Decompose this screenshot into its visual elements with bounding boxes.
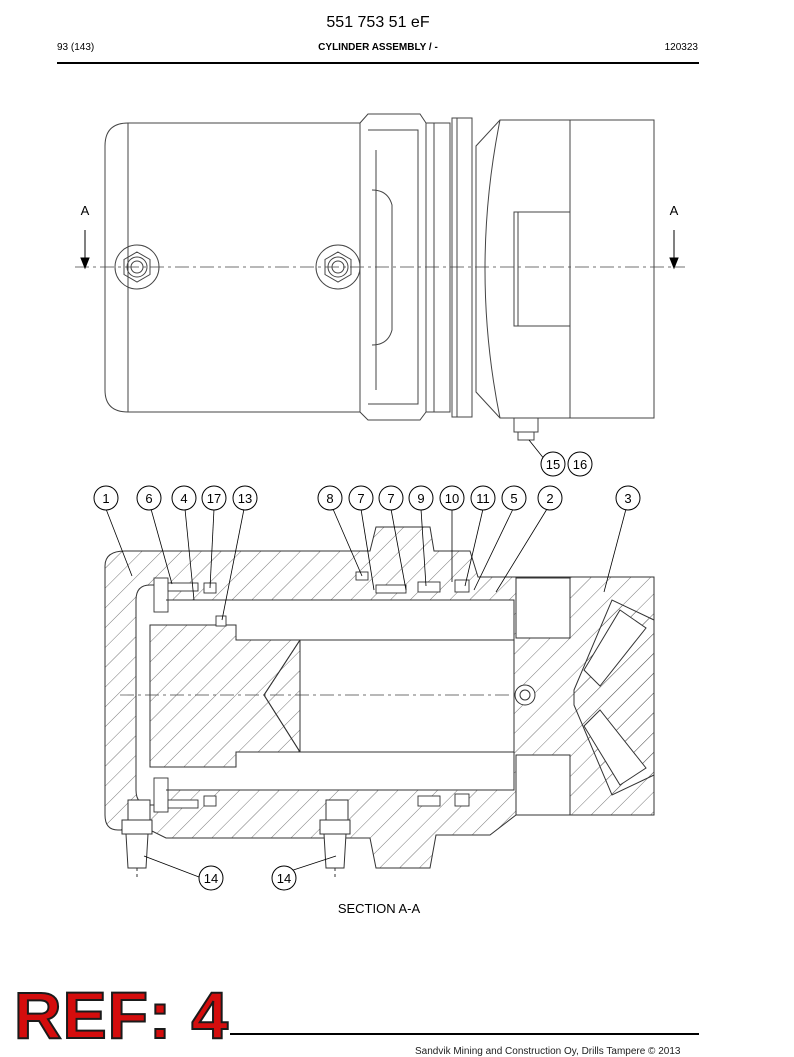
svg-text:7: 7 — [387, 491, 394, 506]
svg-text:16: 16 — [573, 457, 587, 472]
svg-text:10: 10 — [445, 491, 459, 506]
svg-text:1: 1 — [102, 491, 109, 506]
housing-outline — [475, 119, 655, 419]
svg-text:15: 15 — [546, 457, 560, 472]
fitting-right — [319, 799, 351, 880]
page-number: 93 (143) — [57, 42, 95, 53]
fitting-left — [121, 799, 153, 880]
callout-7a: 7 — [348, 485, 374, 511]
callout-17: 17 — [201, 485, 227, 511]
header-rule — [57, 62, 699, 64]
callout-6: 6 — [136, 485, 162, 511]
svg-text:6: 6 — [145, 491, 152, 506]
svg-text:13: 13 — [238, 491, 252, 506]
svg-text:8: 8 — [326, 491, 333, 506]
svg-text:4: 4 — [180, 491, 187, 506]
svg-text:5: 5 — [510, 491, 517, 506]
footer-rule — [230, 1033, 699, 1035]
section-marker-left: A — [81, 203, 90, 218]
top-view — [75, 113, 685, 441]
callout-14a: 14 — [198, 865, 224, 891]
leader-lines — [105, 508, 627, 878]
svg-text:2: 2 — [546, 491, 553, 506]
svg-text:14: 14 — [204, 871, 218, 886]
svg-text:7: 7 — [357, 491, 364, 506]
callout-9: 9 — [408, 485, 434, 511]
svg-text:9: 9 — [417, 491, 424, 506]
section-marker-right: A — [670, 203, 679, 218]
document-number: 551 753 51 eF — [326, 14, 430, 31]
callout-13: 13 — [232, 485, 258, 511]
svg-text:3: 3 — [624, 491, 631, 506]
svg-text:17: 17 — [207, 491, 221, 506]
callout-1: 1 — [93, 485, 119, 511]
svg-text:11: 11 — [476, 491, 490, 506]
callout-2: 2 — [537, 485, 563, 511]
page-title: CYLINDER ASSEMBLY / - — [318, 42, 438, 53]
callout-14b: 14 — [271, 865, 297, 891]
callout-3: 3 — [615, 485, 641, 511]
reference-stamp: REF: 4 — [13, 978, 230, 1052]
section-caption: SECTION A-A — [338, 901, 421, 916]
callout-15: 15 — [540, 451, 566, 477]
callout-10: 10 — [439, 485, 465, 511]
callout-4: 4 — [171, 485, 197, 511]
callout-11: 11 — [470, 485, 496, 511]
svg-text:14: 14 — [277, 871, 291, 886]
section-view — [104, 526, 655, 880]
drawing-code: 120323 — [664, 42, 698, 53]
callout-7b: 7 — [378, 485, 404, 511]
callout-16: 16 — [567, 451, 593, 477]
callout-5: 5 — [501, 485, 527, 511]
callout-8: 8 — [317, 485, 343, 511]
footer-copyright: Sandvik Mining and Construction Oy, Dril… — [415, 1046, 681, 1057]
